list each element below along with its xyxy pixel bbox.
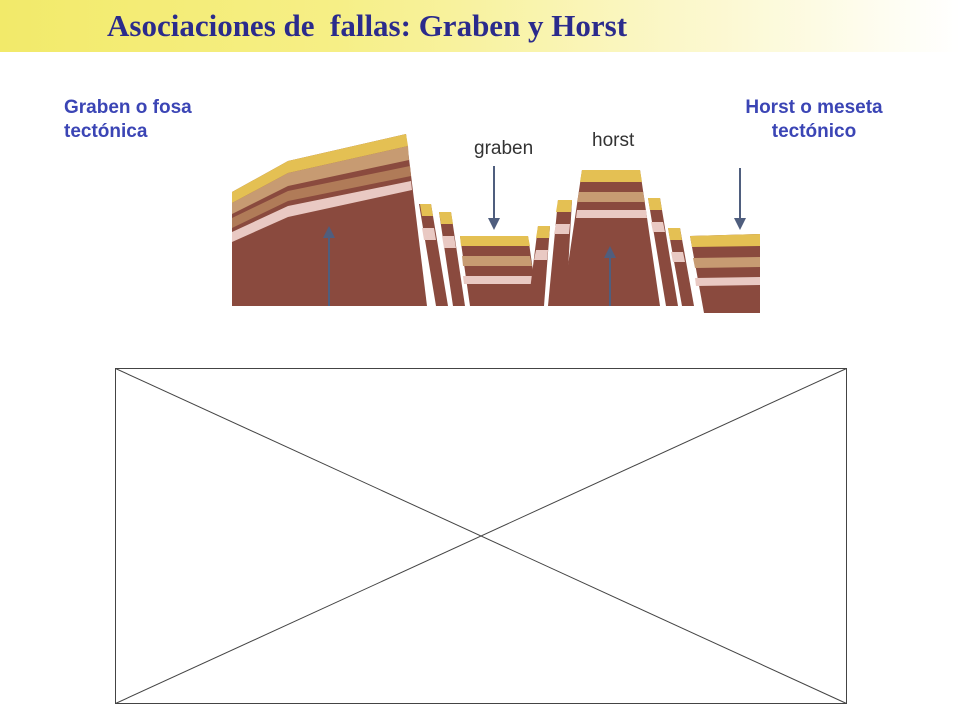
left-block [232, 134, 427, 306]
horst-label: Horst o meseta tectónico [734, 96, 894, 144]
horst-diagram-label: horst [592, 130, 635, 151]
graben-diagram-label: graben [474, 138, 533, 159]
graben-label-line1: Graben o fosa [64, 97, 192, 118]
title-band [0, 0, 960, 52]
right-step-blocks [528, 200, 572, 306]
graben-label: Graben o fosa tectónica [64, 96, 192, 144]
horst-block [562, 170, 660, 306]
graben-horst-diagram: graben horst [232, 130, 760, 313]
graben-label-line2: tectónica [64, 121, 148, 142]
left-step-blocks [419, 204, 465, 306]
page-title: Asociaciones de fallas: Graben y Horst [107, 8, 628, 43]
right-horst-steps [648, 198, 694, 306]
broken-image-icon [115, 368, 847, 704]
horst-label-line1: Horst o meseta [745, 97, 883, 118]
graben-block [460, 236, 538, 306]
arrows [323, 166, 746, 306]
right-block [690, 234, 760, 313]
horst-label-line2: tectónico [771, 121, 857, 142]
